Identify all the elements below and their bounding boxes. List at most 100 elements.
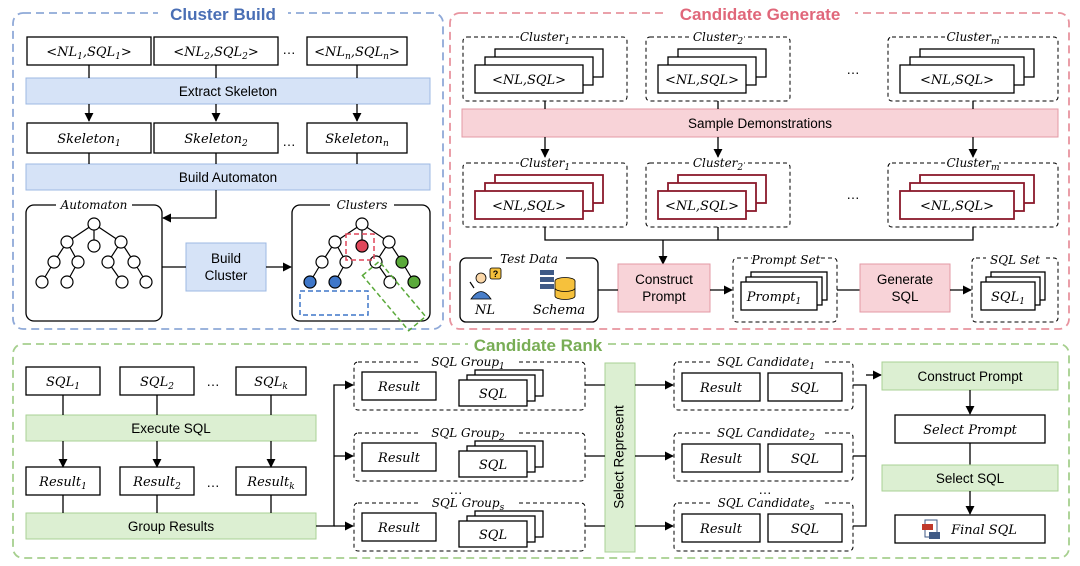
sql-set-label: SQL Set [990, 253, 1040, 267]
generate-sql-label-1: Generate [877, 272, 933, 287]
nl-sql-pair-box [153, 36, 279, 66]
candidate-result-box [681, 443, 761, 473]
cluster-nl-sql: <NL,SQL> [492, 73, 566, 88]
result-k: Resultk [246, 475, 294, 492]
candidate-result-label: Result [699, 381, 743, 396]
construct-prompt-step [617, 263, 711, 313]
build-cluster-label-1: Build [211, 251, 241, 266]
candidate-result-label: Result [699, 522, 743, 537]
automaton-node [35, 275, 49, 289]
execute-sql-step [25, 414, 317, 442]
prompt-set-label: Prompt Set [751, 253, 821, 267]
group-result-label: Result [377, 521, 421, 536]
nl-sql-pair-box [306, 36, 408, 66]
cluster-top-ellipsis: … [846, 62, 860, 77]
group-sql-card [458, 379, 528, 407]
database-schema-icon [540, 270, 576, 300]
cluster-bottom-ellipsis: … [846, 187, 860, 202]
skeleton-box [26, 122, 152, 154]
automaton-node [60, 235, 74, 249]
candidate-sql-box [767, 513, 843, 543]
candidate-rank-frame [12, 343, 1070, 559]
cluster-2-label: Cluster2 [693, 30, 744, 47]
skeletons-ellipsis: … [282, 134, 296, 149]
nl-sql-card [899, 64, 1015, 94]
clusters-top-row: Cluster1<NL,SQL>Cluster2<NL,SQL>Clusterm… [462, 30, 1059, 102]
result-2: Result2 [132, 475, 181, 492]
group-sql-label: SQL [479, 387, 507, 402]
sql-group-2-label: SQL Group2 [431, 426, 505, 443]
final-sql-box [894, 514, 1046, 544]
final-sql-label: Final SQL [950, 523, 1017, 538]
candidate-sql-label: SQL [791, 381, 819, 396]
candidate-sql-box [767, 443, 843, 473]
cluster-build-title: Cluster Build [170, 5, 276, 24]
automaton-node [71, 255, 85, 269]
result-box [235, 466, 307, 496]
construct-prompt-rank-label: Construct Prompt [917, 369, 1022, 384]
candidate-sql-label: SQL [791, 452, 819, 467]
cluster-1-label: Cluster1 [520, 30, 570, 47]
nl-sql-card [657, 190, 747, 220]
green-cluster-highlight [361, 260, 427, 332]
select-represent-label: Select Represent [612, 405, 627, 509]
candidate-result-label: Result [699, 452, 743, 467]
candidate-sql-box [767, 372, 843, 402]
nl-sql-card [657, 64, 747, 94]
sql-1: SQL1 [46, 375, 80, 392]
sql-group-1-label: SQL Group1 [431, 355, 505, 372]
automaton-node [114, 235, 128, 249]
automaton-node [115, 275, 129, 289]
sql-group-s-label: SQL Groups [432, 496, 505, 513]
candidate-result-box [681, 513, 761, 543]
automaton-node [87, 217, 101, 231]
automaton-node [127, 255, 141, 269]
automaton-node [87, 239, 101, 253]
skeleton-box [306, 122, 408, 154]
skeleton-1: Skeleton1 [57, 132, 121, 149]
cluster-node [355, 239, 369, 253]
sql-card [980, 281, 1036, 311]
generate-sql-label-2: SQL [891, 289, 919, 304]
group-sql-card [458, 520, 528, 548]
cluster-2-label: Cluster2 [693, 156, 744, 173]
cluster-node [407, 275, 421, 289]
automaton-node [139, 275, 153, 289]
schema-label: Schema [533, 303, 585, 318]
sql-box [25, 366, 101, 396]
candidate-rank-title: Candidate Rank [474, 336, 603, 355]
cluster-node [303, 275, 317, 289]
sql-k: SQLk [254, 375, 288, 392]
automaton-node [60, 275, 74, 289]
candidate-result-box [681, 372, 761, 402]
candidate-sql-label: SQL [791, 522, 819, 537]
red-cluster-highlight [345, 233, 375, 261]
test-data-label: Test Data [500, 252, 558, 266]
cluster-nl-sql: <NL,SQL> [920, 199, 994, 214]
cluster-m-label: Clusterm [946, 30, 999, 47]
sql-candidate-s-label: SQL Candidates [718, 496, 815, 513]
extract-skeleton-label: Extract Skeleton [179, 84, 277, 99]
pairs-ellipsis: … [282, 42, 296, 57]
skeleton-2: Skeleton2 [184, 132, 248, 149]
cluster-node [383, 275, 397, 289]
group-result-box [361, 442, 437, 472]
nl-sql-pairs: <NL1,SQL1><NL2,SQL2><NLn,SQLn> [26, 36, 408, 66]
group-result-label: Result [377, 380, 421, 395]
nl-label: NL [474, 303, 495, 318]
execute-sql-label: Execute SQL [131, 421, 211, 436]
result-1: Result1 [38, 475, 87, 492]
nl-sql-card [899, 190, 1015, 220]
group-sql-label: SQL [479, 528, 507, 543]
cluster-node [382, 235, 396, 249]
automaton-tree [35, 217, 153, 289]
prompt-card [740, 281, 818, 311]
clusters-sampled-row: Cluster1<NL,SQL>Cluster2<NL,SQL>Clusterm… [462, 156, 1059, 228]
group-results-label: Group Results [128, 519, 215, 534]
cluster-nl-sql: <NL,SQL> [492, 199, 566, 214]
construct-prompt-rank-step [881, 361, 1059, 391]
group-result-label: Result [377, 451, 421, 466]
